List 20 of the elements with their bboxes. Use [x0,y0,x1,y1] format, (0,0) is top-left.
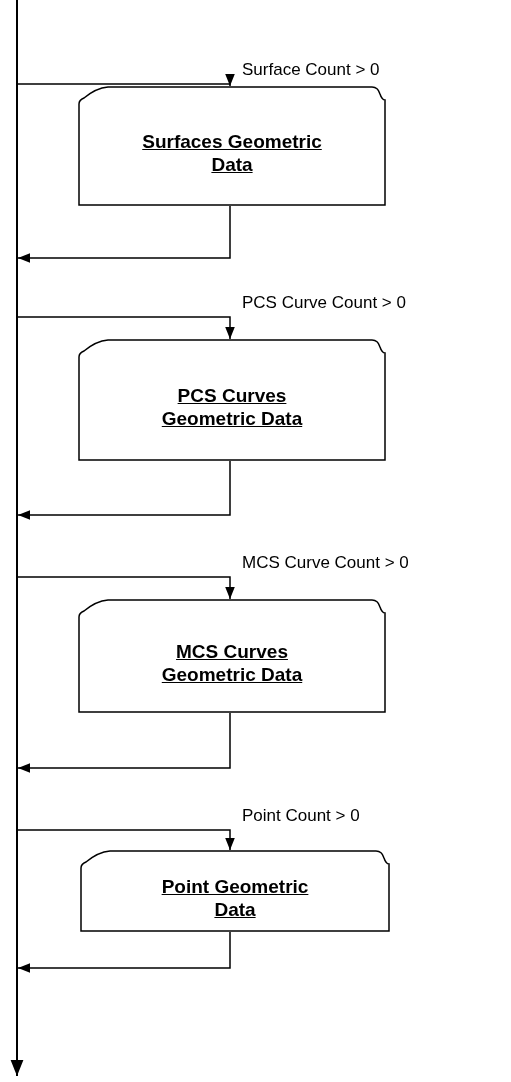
card-title: MCS Curves Geometric Data [160,640,304,686]
card-title: Point Geometric Data [160,875,310,921]
arrow [17,931,231,973]
arrow [17,205,231,263]
data-card [78,339,386,461]
card-title: PCS Curves Geometric Data [160,384,304,430]
edge-label: Point Count > 0 [242,806,360,826]
arrow [16,829,235,851]
arrow [17,712,231,773]
edge-label: PCS Curve Count > 0 [242,293,406,313]
arrow [16,576,235,600]
data-card [80,850,390,932]
edge-label: Surface Count > 0 [242,60,380,80]
arrow [16,316,235,340]
data-card [78,599,386,713]
edge-label: MCS Curve Count > 0 [242,553,409,573]
data-card [78,86,386,206]
arrow [17,460,231,520]
arrow [16,74,235,87]
card-title: Surfaces Geometric Data [141,130,323,176]
